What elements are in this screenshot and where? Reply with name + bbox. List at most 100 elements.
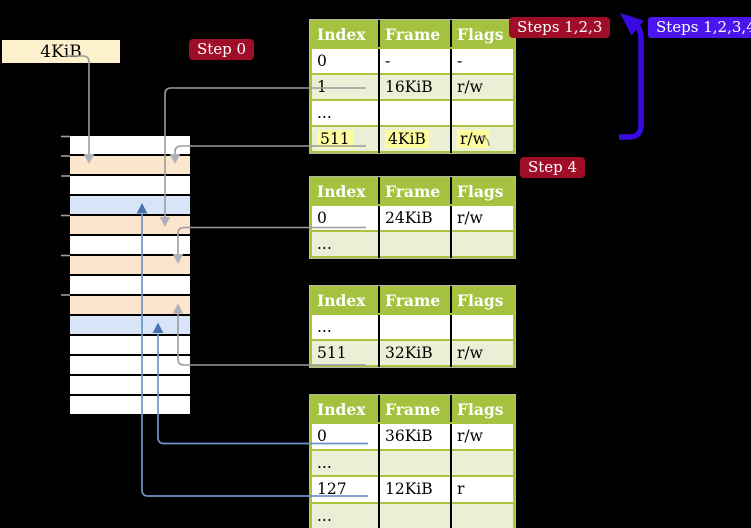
cell-value: ...: [317, 104, 332, 122]
column-header: Index: [311, 21, 379, 49]
table-row: ...: [311, 448, 514, 476]
cell-value: 12KiB: [385, 480, 433, 499]
table-row: 511 4KiB r/w: [311, 125, 514, 152]
table-cell: 1: [311, 73, 379, 100]
cell-value: ...: [317, 453, 332, 472]
cell-value: r: [457, 480, 465, 499]
table-cell: 0: [311, 422, 379, 450]
cell-value: 127: [317, 480, 347, 499]
table-cell: 127: [311, 475, 379, 503]
cell-value: 36KiB: [385, 427, 433, 446]
frame-size-label: 4KiB: [2, 40, 120, 63]
column-header: Frame: [378, 396, 451, 424]
table-cell: 32KiB: [378, 339, 451, 366]
badge-step4: Step 4: [520, 157, 586, 178]
arrowhead-upleft-icon: [620, 13, 644, 36]
cell-value: 32KiB: [385, 344, 433, 362]
cell-value: ...: [317, 506, 332, 525]
table-cell: r/w: [450, 125, 514, 152]
memory-frame-row: [70, 214, 190, 234]
table-cell: [450, 99, 514, 126]
table-cell: 16KiB: [378, 73, 451, 100]
table-row: ...: [311, 230, 514, 257]
table-cell: [450, 501, 514, 528]
table-cell: ...: [311, 448, 379, 476]
table-cell: ...: [311, 501, 379, 528]
cell-value: -: [385, 52, 391, 70]
column-header: Index: [311, 396, 379, 424]
cell-value: r/w: [457, 344, 483, 362]
table-cell: -: [450, 47, 514, 74]
highlighted-cell-value: 511: [317, 130, 353, 148]
table-cell: -: [378, 47, 451, 74]
table-cell: 4KiB: [378, 125, 451, 152]
memory-frame-row: [70, 314, 190, 334]
table-cell: [450, 230, 514, 257]
column-header: Index: [311, 178, 379, 206]
table-cell: ...: [311, 230, 379, 257]
cell-value: ...: [317, 235, 332, 253]
column-header: Index: [311, 287, 379, 315]
memory-frame-row: [70, 254, 190, 274]
cell-value: 0: [317, 427, 327, 446]
table-row: 127 12KiB r: [311, 475, 514, 503]
table-row: 0 36KiB r/w: [311, 422, 514, 450]
badge-steps1234: Steps 1,2,3,4: [648, 17, 751, 38]
memory-frame-row: [70, 394, 190, 414]
memory-frame-row: [70, 234, 190, 254]
cell-value: r/w: [457, 427, 483, 446]
memory-frame-row: [70, 294, 190, 314]
table-cell: 12KiB: [378, 475, 451, 503]
table-row: 511 32KiB r/w: [311, 339, 514, 366]
cell-value: 16KiB: [385, 78, 433, 96]
memory-frame-row: [70, 274, 190, 294]
table-cell: 511: [311, 339, 379, 366]
cell-value: 1: [317, 78, 327, 96]
column-header: Frame: [378, 178, 451, 206]
table-cell: ...: [311, 99, 379, 126]
cell-value: -: [457, 52, 463, 70]
column-header: Frame: [378, 287, 451, 315]
table-cell: r/w: [450, 204, 514, 231]
table-cell: r/w: [450, 422, 514, 450]
table-cell: [450, 448, 514, 476]
table-row: ...: [311, 501, 514, 528]
memory-frame-row: [70, 174, 190, 194]
memory-frame-row: [70, 334, 190, 354]
column-header: Flags: [450, 178, 514, 206]
table-cell: 36KiB: [378, 422, 451, 450]
badge-steps123: Steps 1,2,3: [509, 17, 611, 38]
column-header: Frame: [378, 21, 451, 49]
badge-step0: Step 0: [189, 39, 255, 60]
table-cell: r/w: [450, 339, 514, 366]
table-cell: [378, 448, 451, 476]
table-cell: 0: [311, 47, 379, 74]
physical-memory-column: [70, 136, 190, 414]
table-cell: [378, 230, 451, 257]
cell-value: 511: [317, 344, 347, 362]
memory-frame-row: [70, 354, 190, 374]
table-cell: [450, 313, 514, 340]
cell-value: 0: [317, 209, 327, 227]
memory-frame-row: [70, 194, 190, 214]
column-header: Flags: [450, 287, 514, 315]
highlighted-cell-value: 4KiB: [385, 130, 429, 148]
table-cell: r: [450, 475, 514, 503]
table-row: 0 24KiB r/w: [311, 204, 514, 231]
cell-value: ...: [317, 318, 332, 336]
cell-value: 0: [317, 52, 327, 70]
table-cell: 511: [311, 125, 379, 152]
memory-frame-row: [70, 136, 190, 154]
memory-frame-row: [70, 154, 190, 174]
table-cell: ...: [311, 313, 379, 340]
cell-value: 24KiB: [385, 209, 433, 227]
table-cell: [378, 99, 451, 126]
table-row: ...: [311, 313, 514, 340]
table-row: ...: [311, 99, 514, 126]
table-cell: 0: [311, 204, 379, 231]
recursive-loop-arrow: [619, 13, 644, 140]
